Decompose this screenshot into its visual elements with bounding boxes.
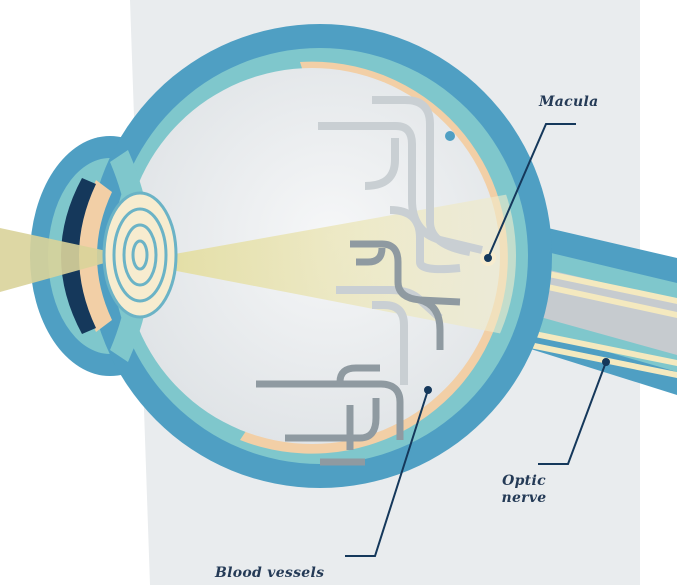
optic-nerve-label-line1: Optic xyxy=(499,473,549,490)
macula-dot xyxy=(445,131,455,141)
macula-label: Macula xyxy=(539,94,598,110)
blood-vessels-label: Blood vessels xyxy=(215,565,324,581)
optic-nerve-label: Optic nerve xyxy=(499,473,549,507)
optic-nerve-label-line2: nerve xyxy=(499,490,549,507)
lens xyxy=(104,193,176,317)
